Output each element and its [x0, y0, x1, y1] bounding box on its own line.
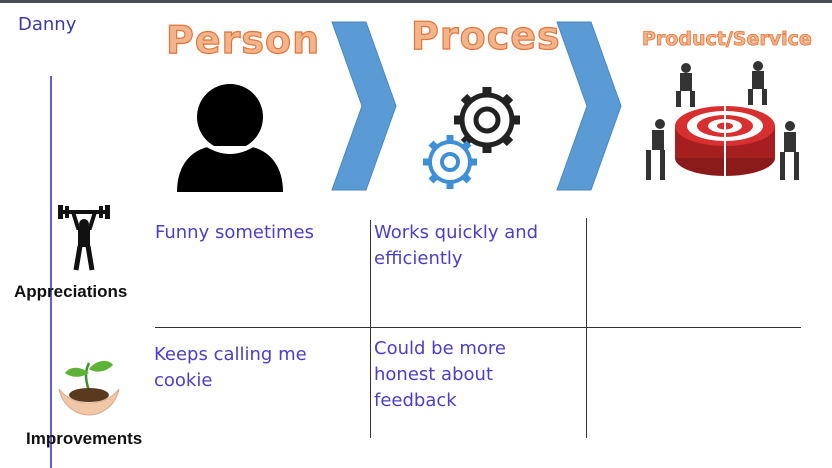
- author-name: Danny: [18, 14, 77, 35]
- header-proces: Proces: [410, 13, 561, 58]
- header-product: Product/Service: [642, 28, 813, 51]
- cell-appreciations-proces: Works quickly and efficiently: [374, 222, 539, 269]
- weightlifter-icon: [58, 205, 110, 271]
- person-silhouette-icon: [177, 84, 283, 192]
- chevron-right-icon: [556, 21, 622, 191]
- cell-improvements-person: Keeps calling me cookie: [154, 344, 307, 391]
- cell-appreciations-person: Funny sometimes: [155, 222, 315, 243]
- chevron-right-icon: [331, 21, 397, 191]
- row-label-appreciations: Appreciations: [14, 282, 128, 301]
- seedling-hands-icon: [58, 360, 120, 416]
- vertical-rule: [50, 76, 52, 468]
- gears-icon: [423, 87, 520, 189]
- grid-line-vertical: [586, 218, 587, 438]
- cell-improvements-proces: Could be more honest about feedback: [374, 338, 506, 411]
- top-bar: [0, 0, 832, 3]
- row-label-improvements: Improvements: [26, 429, 143, 448]
- target-team-icon: [646, 61, 799, 180]
- header-person: Person: [165, 17, 321, 62]
- grid-line-horizontal: [155, 327, 801, 328]
- slide: [0, 3, 832, 468]
- grid-line-vertical: [370, 220, 371, 438]
